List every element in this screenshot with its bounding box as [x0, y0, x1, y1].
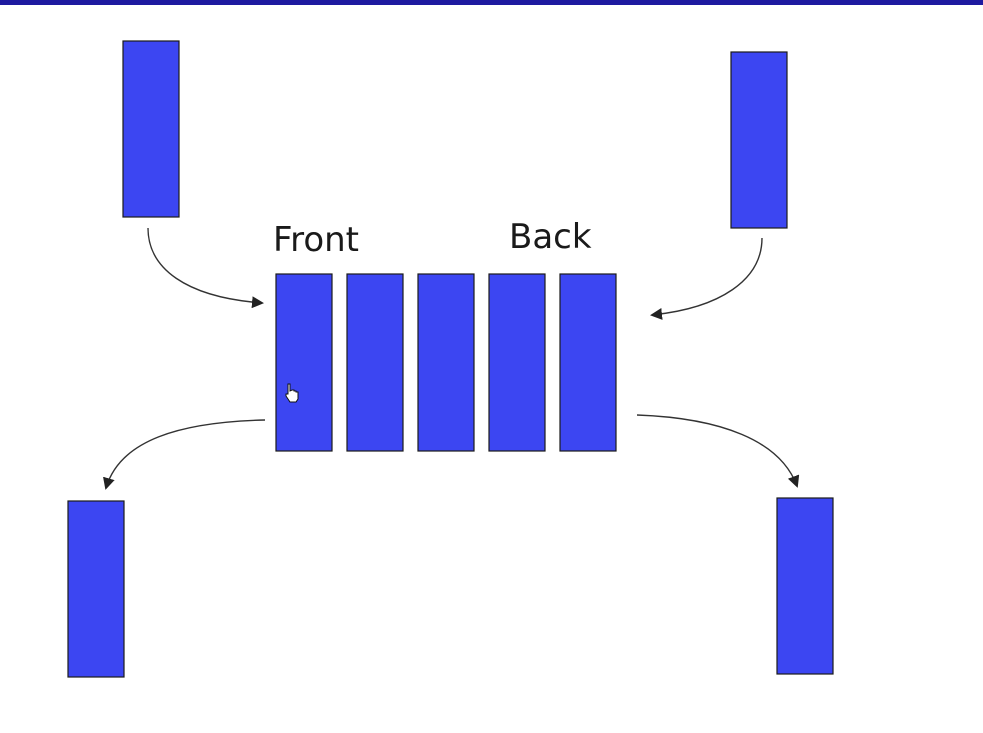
queue-cell — [346, 273, 404, 452]
top-bar — [0, 0, 983, 5]
queue — [275, 273, 617, 452]
outgoing-front-block — [67, 500, 125, 678]
queue-cell — [559, 273, 617, 452]
enqueue-front-arrow — [147, 227, 264, 309]
outgoing-back-block — [776, 497, 834, 675]
dequeue-back-arrow — [636, 414, 800, 488]
hand-cursor-icon — [285, 383, 299, 403]
queue-cell — [275, 273, 333, 452]
dequeue-front-arrow — [103, 419, 266, 490]
queue-cell — [488, 273, 546, 452]
enqueue-back-arrow — [650, 237, 763, 320]
incoming-back-block — [730, 51, 788, 229]
back-label: Back — [509, 217, 592, 257]
incoming-front-block — [122, 40, 180, 218]
queue-cell — [417, 273, 475, 452]
front-label: Front — [273, 220, 359, 260]
